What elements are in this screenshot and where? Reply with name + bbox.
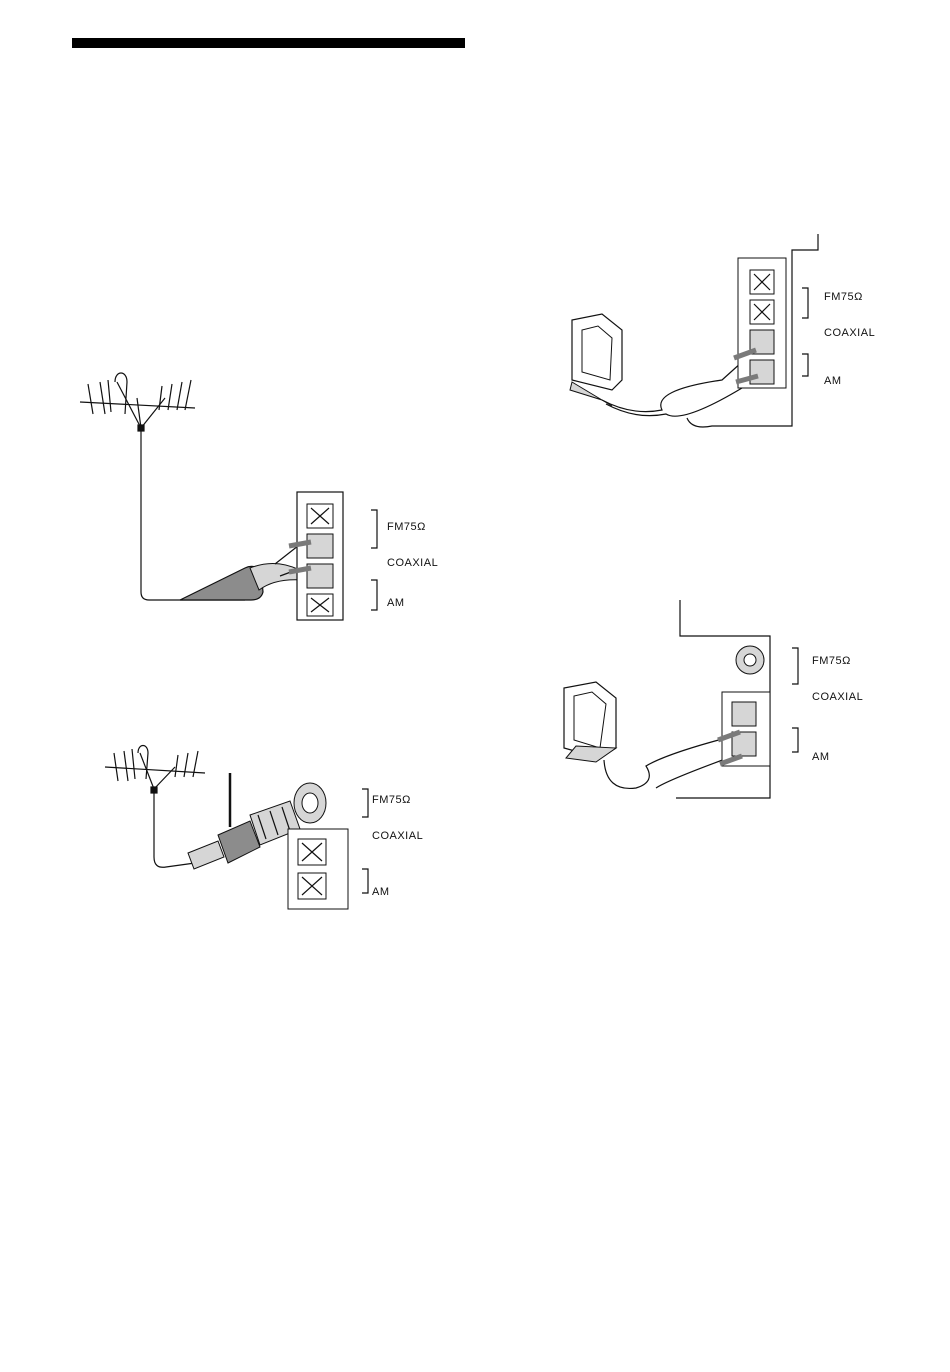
diagram-fm-twin-lead-svg: FM75Ω COAXIAL AM	[75, 370, 455, 620]
coaxial-terminal-label: COAXIAL	[372, 830, 423, 842]
fm-terminal-label: FM75Ω	[824, 291, 863, 303]
coaxial-terminal-label: COAXIAL	[824, 327, 875, 339]
am-loop-antenna-icon	[564, 682, 616, 762]
diagram-am-loop-coaxial-jack-svg: FM75Ω COAXIAL AM	[556, 598, 876, 818]
am-loop-antenna-icon	[570, 314, 622, 406]
am-terminal-label: AM	[372, 886, 390, 898]
am-terminal-label: AM	[824, 375, 842, 387]
twin-lead-cable	[180, 542, 307, 600]
am-terminal-label: AM	[812, 751, 830, 763]
fm-terminal-label: FM75Ω	[372, 794, 411, 806]
diagram-fm-coaxial-plug: FM75Ω COAXIAL AM	[100, 745, 440, 915]
fm-terminal-label: FM75Ω	[812, 655, 851, 667]
diagram-fm-twin-lead: FM75Ω COAXIAL AM	[75, 370, 455, 620]
diagram-fm-coaxial-plug-svg: FM75Ω COAXIAL AM	[100, 745, 440, 915]
terminal-block	[289, 492, 377, 620]
diagram-am-loop-fm-wire: FM75Ω COAXIAL AM	[562, 230, 892, 440]
coaxial-terminal-label: COAXIAL	[387, 557, 438, 569]
terminal-block	[734, 258, 808, 388]
fm-antenna-icon	[80, 373, 245, 600]
coaxial-terminal-label: COAXIAL	[812, 691, 863, 703]
coaxial-jack-icon	[736, 646, 764, 674]
am-terminal-label: AM	[387, 597, 405, 609]
diagram-am-loop-fm-wire-svg: FM75Ω COAXIAL AM	[562, 230, 892, 440]
section-title-bar	[72, 38, 465, 48]
diagram-am-loop-coaxial-jack: FM75Ω COAXIAL AM	[556, 598, 876, 818]
fm-terminal-label: FM75Ω	[387, 521, 426, 533]
